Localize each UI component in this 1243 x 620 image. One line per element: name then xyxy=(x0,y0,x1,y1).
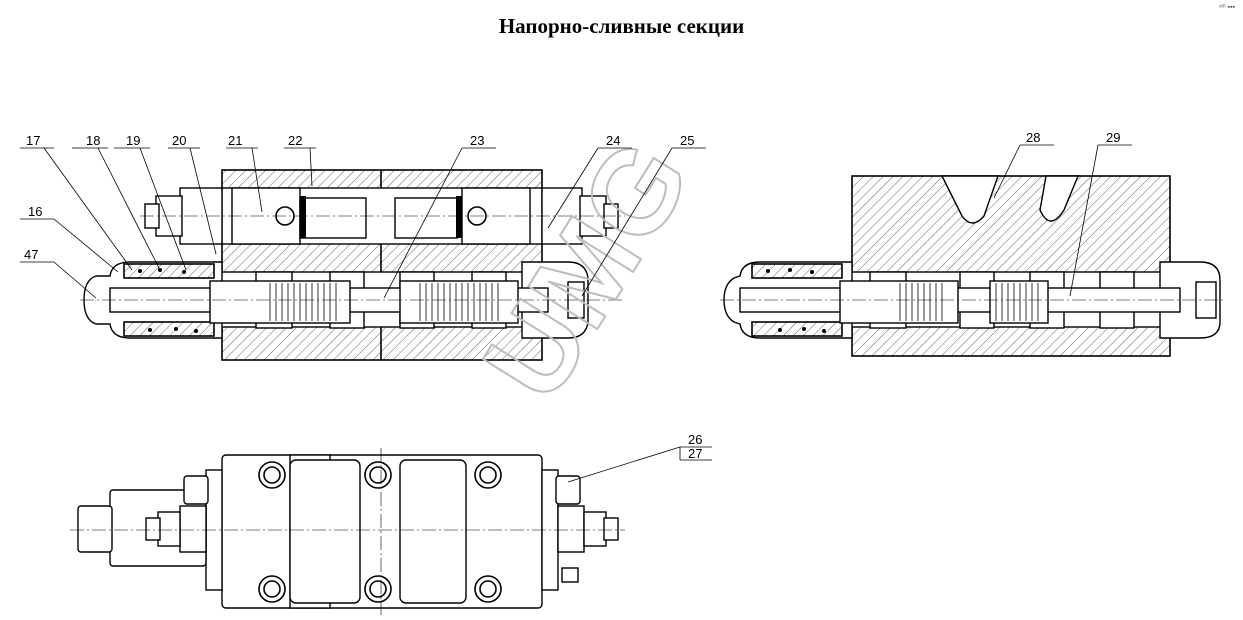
leader-lines xyxy=(20,144,1132,483)
callout-20: 20 xyxy=(172,133,186,148)
exterior-view-bottom xyxy=(70,448,625,615)
callout-19: 19 xyxy=(126,133,140,148)
housing-body-right xyxy=(851,175,1171,357)
housing-exterior xyxy=(221,454,543,609)
callout-24: 24 xyxy=(606,133,620,148)
callout-25: 25 xyxy=(680,133,694,148)
corner-mark: ⁿᵐ ▪▪▪ xyxy=(1219,4,1235,11)
callout-18: 18 xyxy=(86,133,100,148)
callout-22: 22 xyxy=(288,133,302,148)
callout-17: 17 xyxy=(26,133,40,148)
section-view-left xyxy=(80,169,625,361)
callout-47: 47 xyxy=(24,247,38,262)
drawing-title: Напорно-сливные секции xyxy=(498,14,745,38)
callout-28: 28 xyxy=(1026,130,1040,145)
callout-29: 29 xyxy=(1106,130,1120,145)
section-view-right xyxy=(720,175,1225,357)
callout-26: 26 xyxy=(688,432,702,447)
callout-27: 27 xyxy=(688,446,702,461)
callout-21: 21 xyxy=(228,133,242,148)
callout-23: 23 xyxy=(470,133,484,148)
callout-16: 16 xyxy=(28,204,42,219)
